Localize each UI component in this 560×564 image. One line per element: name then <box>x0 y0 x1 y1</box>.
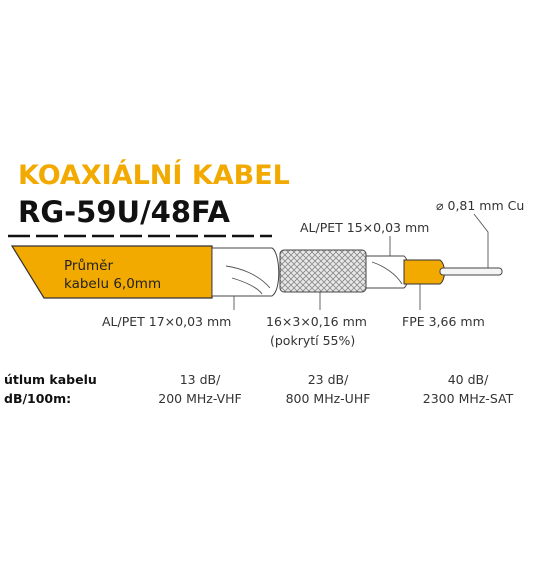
attenuation-vhf-value: 13 dB/ <box>180 372 221 387</box>
conductor-callout: ⌀ 0,81 mm Cu <box>436 198 524 213</box>
attenuation-vhf-freq: 200 MHz-VHF <box>158 391 242 406</box>
cable-model: RG-59U/48FA <box>18 195 231 229</box>
braid-callout-line2: (pokrytí 55%) <box>270 333 355 348</box>
attenuation-uhf-value: 23 dB/ <box>308 372 349 387</box>
callout-lines <box>233 213 489 310</box>
diagram-heading: KOAXIÁLNÍ KABEL <box>18 159 290 191</box>
outer-foil-callout: AL/PET 17×0,03 mm <box>102 314 231 329</box>
jacket-label-line1: Průměr <box>64 258 113 274</box>
attenuation-sat-value: 40 dB/ <box>448 372 489 387</box>
braid-shield <box>279 249 367 293</box>
jacket-label-line2: kabelu 6,0mm <box>64 276 161 292</box>
outer-foil-curl <box>225 265 271 295</box>
center-conductor <box>439 267 503 276</box>
outer-jacket <box>10 245 213 299</box>
attenuation-uhf-freq: 800 MHz-UHF <box>286 391 371 406</box>
dielectric-fpe <box>403 259 445 285</box>
attenuation-sat-freq: 2300 MHz-SAT <box>423 391 514 406</box>
inner-foil-curl <box>371 261 403 285</box>
inner-foil-layer <box>365 255 409 289</box>
inner-foil-callout: AL/PET 15×0,03 mm <box>300 220 429 235</box>
braid-callout-line1: 16×3×0,16 mm <box>266 314 367 329</box>
attenuation-label-line1: útlum kabelu <box>4 372 97 387</box>
attenuation-label-line2: dB/100m: <box>4 391 71 406</box>
dielectric-callout: FPE 3,66 mm <box>402 314 485 329</box>
outer-foil-layer <box>211 247 280 297</box>
